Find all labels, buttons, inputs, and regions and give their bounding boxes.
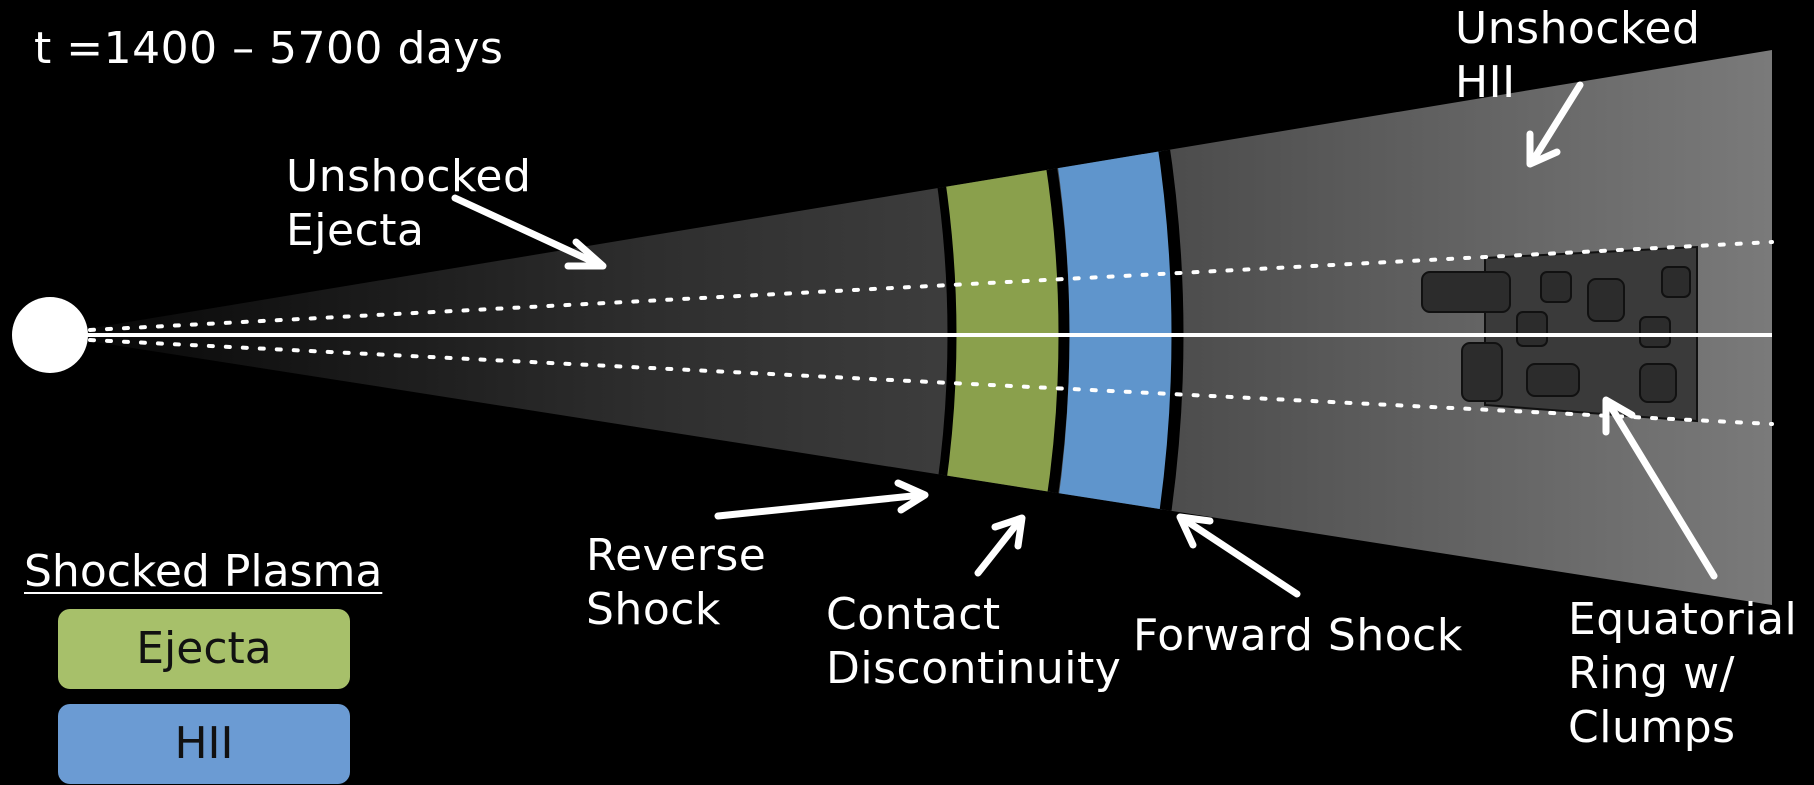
clump — [1461, 342, 1503, 402]
clump — [1639, 363, 1677, 403]
arrow-contact-discontinuity — [974, 514, 1026, 577]
arrows — [451, 81, 1718, 598]
label-line: Clumps — [1568, 702, 1736, 753]
label-line: Forward Shock — [1133, 610, 1463, 661]
label-reverse-shock: Reverse Shock — [586, 529, 766, 637]
label-unshocked-ejecta: Unshocked Ejecta — [286, 150, 531, 258]
arrow-unshocked-ejecta — [451, 194, 607, 270]
label-line: Discontinuity — [826, 643, 1122, 694]
arrow-reverse-shock — [714, 479, 929, 520]
label-line: Reverse — [586, 530, 767, 581]
clump — [1540, 271, 1572, 303]
label-line: Shock — [586, 584, 721, 635]
label-line: Unshocked — [1455, 3, 1701, 54]
label-line: HII — [1455, 57, 1516, 108]
label-forward-shock: Forward Shock — [1133, 609, 1463, 663]
legend-title: Shocked Plasma — [24, 546, 383, 597]
contact-discontinuity-band — [1045, 160, 1070, 510]
clump — [1516, 311, 1548, 347]
forward-shock-band — [1156, 135, 1184, 535]
cone-region — [50, 50, 1772, 605]
label-unshocked-hii: Unshocked HII — [1455, 2, 1700, 110]
arrow-unshocked-hii — [1526, 81, 1584, 168]
time-range-label: t =1400 – 5700 days — [34, 23, 504, 74]
label-line: Ring w/ — [1568, 648, 1735, 699]
legend-item-hii: HII — [58, 704, 350, 784]
arrow-equatorial-ring — [1602, 396, 1718, 580]
arrow-forward-shock — [1176, 513, 1301, 598]
legend-item-ejecta: Ejecta — [58, 609, 350, 689]
ring-clumps — [1421, 266, 1691, 403]
label-line: Ejecta — [286, 205, 425, 256]
clump — [1421, 271, 1511, 313]
label-line: Contact — [826, 589, 1001, 640]
label-contact-discontinuity: Contact Discontinuity — [826, 588, 1121, 696]
label-line: Equatorial — [1568, 594, 1798, 645]
clump — [1639, 316, 1671, 348]
label-equatorial-ring: Equatorial Ring w/ Clumps — [1568, 593, 1797, 755]
clump — [1661, 266, 1691, 298]
explosion-center — [12, 297, 88, 373]
label-line: Unshocked — [286, 151, 532, 202]
clump — [1587, 278, 1625, 322]
clump — [1526, 363, 1580, 397]
